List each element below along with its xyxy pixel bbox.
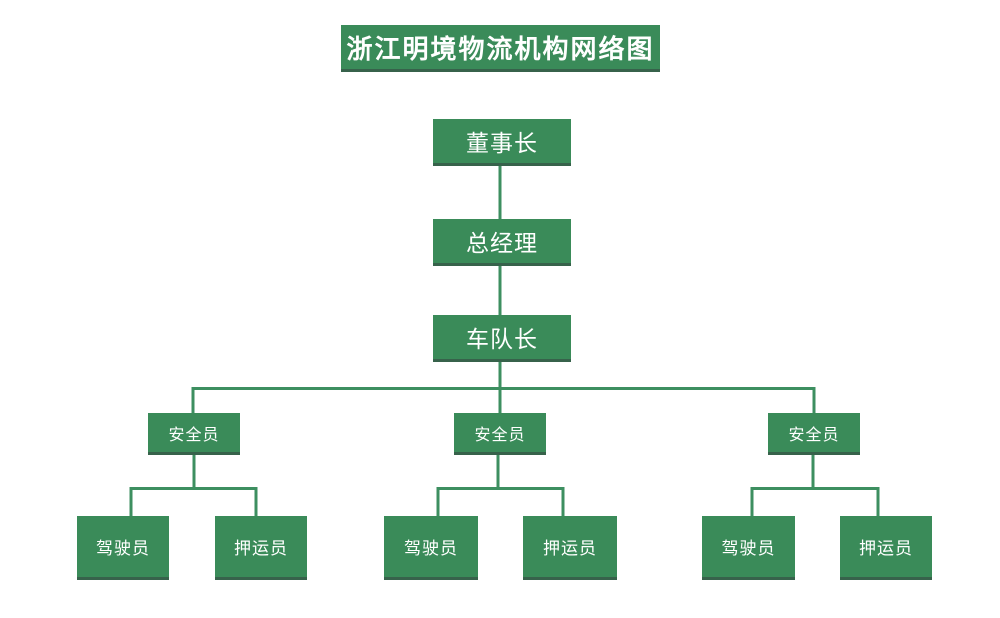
chart-title: 浙江明境物流机构网络图: [341, 25, 660, 72]
node-escort-2: 押运员: [523, 516, 617, 580]
node-fleet-captain: 车队长: [433, 315, 571, 362]
node-driver-3: 驾驶员: [702, 516, 795, 580]
node-escort-1: 押运员: [215, 516, 307, 580]
node-chairman: 董事长: [433, 119, 571, 166]
node-driver-1: 驾驶员: [77, 516, 169, 580]
node-driver-2: 驾驶员: [384, 516, 478, 580]
node-safety-officer-2: 安全员: [454, 413, 546, 455]
node-general-manager: 总经理: [433, 219, 571, 266]
node-safety-officer-1: 安全员: [148, 413, 240, 455]
node-escort-3: 押运员: [840, 516, 932, 580]
node-safety-officer-3: 安全员: [768, 413, 860, 455]
